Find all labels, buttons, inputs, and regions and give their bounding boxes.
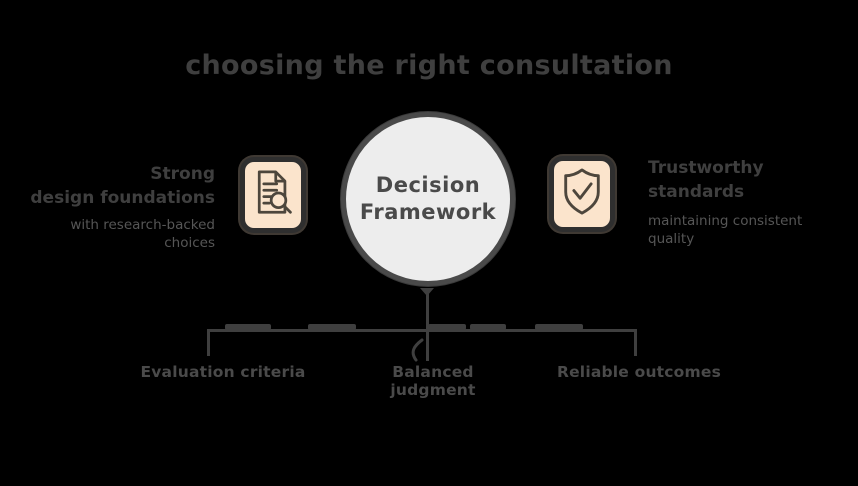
left-heading-line1: Strong <box>150 164 215 184</box>
right-heading-line1: Trustworthy <box>648 158 764 178</box>
shield-check-icon <box>559 166 605 222</box>
connector-rough-stroke <box>225 324 271 330</box>
left-caption: with research-backed choices <box>0 216 215 252</box>
right-caption-line1: maintaining consistent <box>648 213 803 229</box>
connector-horizontal-bar <box>207 329 637 332</box>
document-search-icon <box>251 167 295 223</box>
branch-label-center: Balanced judgment <box>390 363 476 399</box>
central-node-label-line1: Decision <box>375 173 481 197</box>
branch-label-right: Reliable outcomes <box>556 363 722 381</box>
right-heading: Trustworthy standards <box>648 156 848 204</box>
connector-drop-right <box>634 329 637 356</box>
diagram-title: choosing the right consultation <box>185 50 673 81</box>
left-caption-line1: with research-backed <box>70 217 215 233</box>
central-node: Decision Framework <box>341 112 515 286</box>
left-heading-line2: design foundations <box>30 188 215 208</box>
left-caption-line2: choices <box>164 235 215 251</box>
pen-stroke-icon <box>400 338 426 368</box>
connector-rough-stroke <box>308 324 356 330</box>
right-caption: maintaining consistent quality <box>648 212 848 248</box>
right-caption-line2: quality <box>648 231 695 247</box>
shield-check-card <box>549 156 615 232</box>
central-node-label-line2: Framework <box>359 200 497 224</box>
branch-label-left: Evaluation criteria <box>140 363 306 381</box>
connector-drop-left <box>207 329 210 356</box>
connector-rough-stroke <box>470 324 506 330</box>
connector-vertical-stem <box>426 288 429 332</box>
left-heading: Strong design foundations <box>0 162 215 210</box>
document-search-card <box>240 157 306 233</box>
connector-rough-stroke <box>535 324 583 330</box>
right-heading-line2: standards <box>648 182 745 202</box>
connector-drop-center <box>426 329 429 361</box>
connector-rough-stroke <box>428 324 466 330</box>
